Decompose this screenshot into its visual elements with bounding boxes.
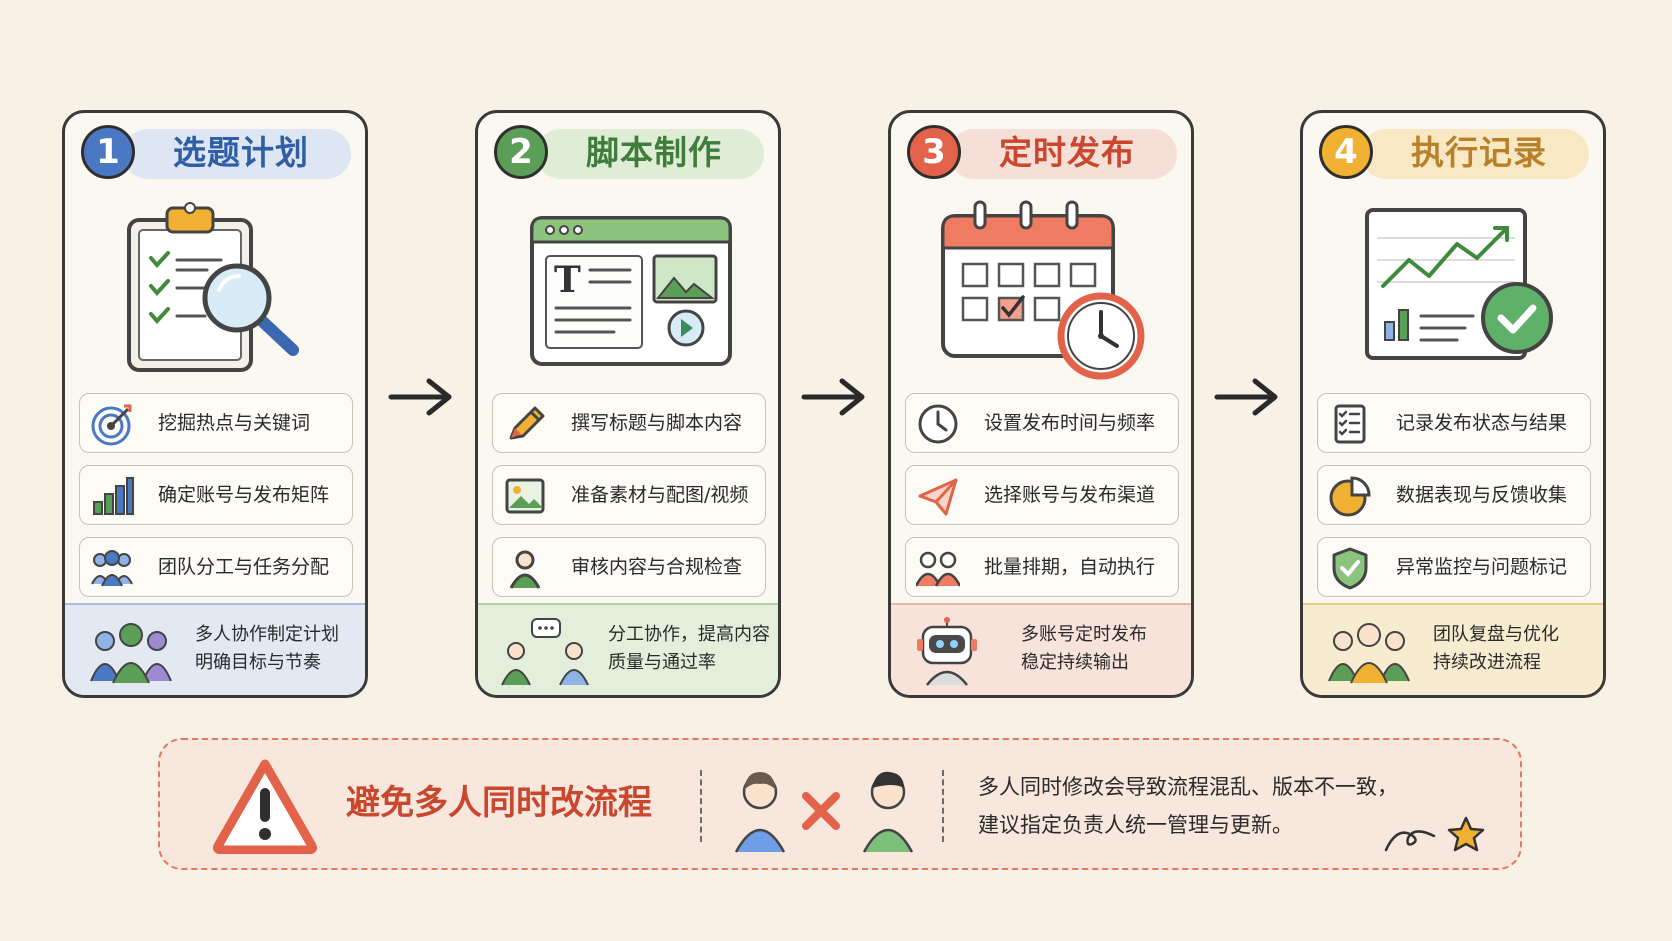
team-icon (91, 550, 133, 587)
reviewer-icon (509, 550, 541, 589)
step-title: 选题计划 (173, 133, 309, 172)
arrow-right-icon (388, 378, 452, 416)
header-pill (1361, 129, 1589, 179)
step-footer: 多人协作制定计划 明确目标与节奏 (65, 603, 365, 695)
step-item: 异常监控与问题标记 (1317, 537, 1591, 597)
warning-triangle-icon (213, 759, 317, 854)
paper-plane-icon (918, 478, 958, 516)
footer-line-1: 分工协作，提高内容 (608, 624, 770, 645)
footer-line-1: 团队复盘与优化 (1433, 624, 1559, 645)
arrow-right-icon (1214, 378, 1278, 416)
step-footer: 多账号定时发布 稳定持续输出 (891, 603, 1191, 695)
step-header: 3 定时发布 (907, 123, 1181, 183)
step-item-label: 记录发布状态与结果 (1396, 412, 1568, 434)
footer-line-2: 持续改进流程 (1433, 652, 1541, 673)
step-item: 数据表现与反馈收集 (1317, 465, 1591, 525)
clock-icon (918, 404, 958, 444)
step-item-label: 团队分工与任务分配 (158, 556, 330, 578)
warning-text-line-1: 多人同时修改会导致流程混乱、版本不一致， (978, 775, 1398, 799)
step-item-label: 数据表现与反馈收集 (1396, 484, 1568, 506)
step-number: 3 (907, 125, 961, 179)
discussion-icon (501, 618, 589, 686)
step-number: 4 (1319, 125, 1373, 179)
step-header: 4 执行记录 (1319, 123, 1593, 183)
step-card-4: 4 执行记录 记录 (1300, 110, 1606, 698)
step-item: 挖掘热点与关键词 (79, 393, 353, 453)
step-item: 确定账号与发布矩阵 (79, 465, 353, 525)
robot-icon (917, 617, 977, 686)
step-item-label: 异常监控与问题标记 (1396, 556, 1568, 578)
warning-banner: 避免多人同时改流程 多人同时修改会导致流程混乱、版本不一致， 建议指定负责人统一… (158, 738, 1522, 870)
team-group-icon (1328, 623, 1410, 684)
step-header: 2 脚本制作 (494, 123, 768, 183)
warning-text-line-2: 建议指定负责人统一管理与更新。 (978, 813, 1293, 837)
editor-window-icon: T (530, 216, 732, 366)
target-icon (91, 404, 132, 446)
footer-line-1: 多人协作制定计划 (195, 624, 339, 645)
header-pill (536, 129, 764, 179)
step-item: 审核内容与合规检查 (492, 537, 766, 597)
footer-line-2: 明确目标与节奏 (195, 652, 321, 673)
step-header: 1 选题计划 (81, 123, 355, 183)
step-title: 脚本制作 (586, 133, 722, 172)
doodle-star-icon (1384, 816, 1485, 852)
pie-chart-icon (1329, 476, 1371, 517)
step-item-label: 设置发布时间与频率 (984, 412, 1156, 434)
batch-users-icon (916, 551, 960, 587)
svg-text:T: T (554, 259, 581, 301)
step-item: 选择账号与发布渠道 (905, 465, 1179, 525)
step-card-3: 3 定时发布 设 (888, 110, 1194, 698)
step-title: 执行记录 (1411, 133, 1547, 172)
step-item-label: 准备素材与配图/视频 (571, 484, 749, 506)
calendar-clock-icon (941, 200, 1145, 380)
clipboard-magnifier-icon (127, 202, 299, 372)
step-item: 批量排期，自动执行 (905, 537, 1179, 597)
step-item-label: 撰写标题与脚本内容 (571, 412, 743, 434)
conflict-people-icon (734, 771, 914, 853)
step-item-label: 选择账号与发布渠道 (984, 484, 1156, 506)
step-number: 2 (494, 125, 548, 179)
step-number: 1 (81, 125, 135, 179)
step-card-2: 2 脚本制作 T 撰写标题与脚本内容 (475, 110, 781, 698)
step-title: 定时发布 (999, 133, 1135, 172)
step-item: 记录发布状态与结果 (1317, 393, 1591, 453)
step-item: 设置发布时间与频率 (905, 393, 1179, 453)
step-footer: 团队复盘与优化 持续改进流程 (1303, 603, 1603, 695)
step-item: 团队分工与任务分配 (79, 537, 353, 597)
step-item: 准备素材与配图/视频 (492, 465, 766, 525)
shield-check-icon (1332, 547, 1368, 590)
footer-line-2: 稳定持续输出 (1021, 652, 1129, 673)
step-item-label: 确定账号与发布矩阵 (158, 484, 330, 506)
warning-title: 避免多人同时改流程 (346, 783, 652, 823)
step-item-label: 审核内容与合规检查 (571, 556, 743, 578)
checklist-icon (1334, 404, 1366, 444)
arrow-right-icon (801, 378, 865, 416)
bar-chart-icon (93, 477, 134, 515)
step-item: 撰写标题与脚本内容 (492, 393, 766, 453)
step-card-1: 1 选题计划 (62, 110, 368, 698)
divider (700, 770, 702, 842)
footer-line-1: 多账号定时发布 (1021, 624, 1147, 645)
image-icon (505, 478, 545, 514)
step-item-label: 批量排期，自动执行 (984, 556, 1156, 578)
chart-check-icon (1365, 208, 1553, 360)
step-item-label: 挖掘热点与关键词 (158, 412, 311, 434)
footer-line-2: 质量与通过率 (608, 652, 716, 673)
header-pill (123, 129, 351, 179)
header-pill (949, 129, 1177, 179)
team-group-icon (90, 623, 172, 684)
pencil-icon (509, 406, 545, 440)
step-footer: 分工协作，提高内容 质量与通过率 (478, 603, 778, 695)
divider (942, 770, 944, 842)
